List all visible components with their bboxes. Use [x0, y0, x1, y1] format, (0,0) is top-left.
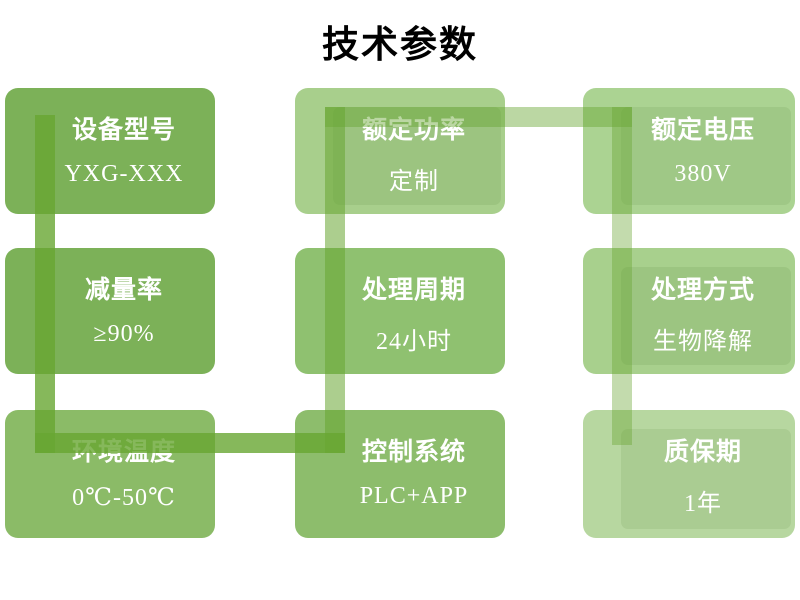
box-inner-panel [621, 429, 791, 529]
box-inner-panel [621, 107, 791, 205]
param-value: 1年 [684, 491, 722, 517]
connector-segment-left-vertical [35, 115, 55, 453]
connector-segment-right-vertical [612, 107, 632, 445]
param-value: PLC+APP [359, 483, 469, 509]
param-value: 生物降解 [653, 329, 753, 355]
param-box-process-method: 处理方式 生物降解 [583, 248, 795, 374]
param-label: 处理方式 [650, 277, 755, 304]
param-value: 24小时 [376, 329, 452, 355]
param-box-rated-voltage: 额定电压 380V [583, 88, 795, 214]
param-box-warranty: 质保期 1年 [583, 410, 795, 538]
connector-segment-middle-vertical [325, 107, 345, 453]
param-label: 额定功率 [361, 117, 466, 144]
connector-segment-top-horizontal [325, 107, 632, 127]
page-title: 技术参数 [322, 24, 478, 65]
param-label: 设备型号 [71, 117, 176, 144]
param-value: YXG-XXX [64, 161, 184, 187]
param-value: ≥90% [93, 321, 155, 347]
box-inner-panel [621, 267, 791, 365]
param-label: 减量率 [84, 277, 163, 304]
param-value: 0℃-50℃ [72, 485, 176, 511]
box-inner-panel [333, 107, 501, 205]
param-label: 处理周期 [361, 277, 466, 304]
param-label: 质保期 [663, 439, 742, 466]
connector-segment-bottom-horizontal [35, 433, 345, 453]
param-value: 380V [674, 161, 732, 187]
param-label: 额定电压 [650, 117, 755, 144]
param-label: 控制系统 [361, 439, 466, 466]
param-value: 定制 [389, 169, 439, 195]
